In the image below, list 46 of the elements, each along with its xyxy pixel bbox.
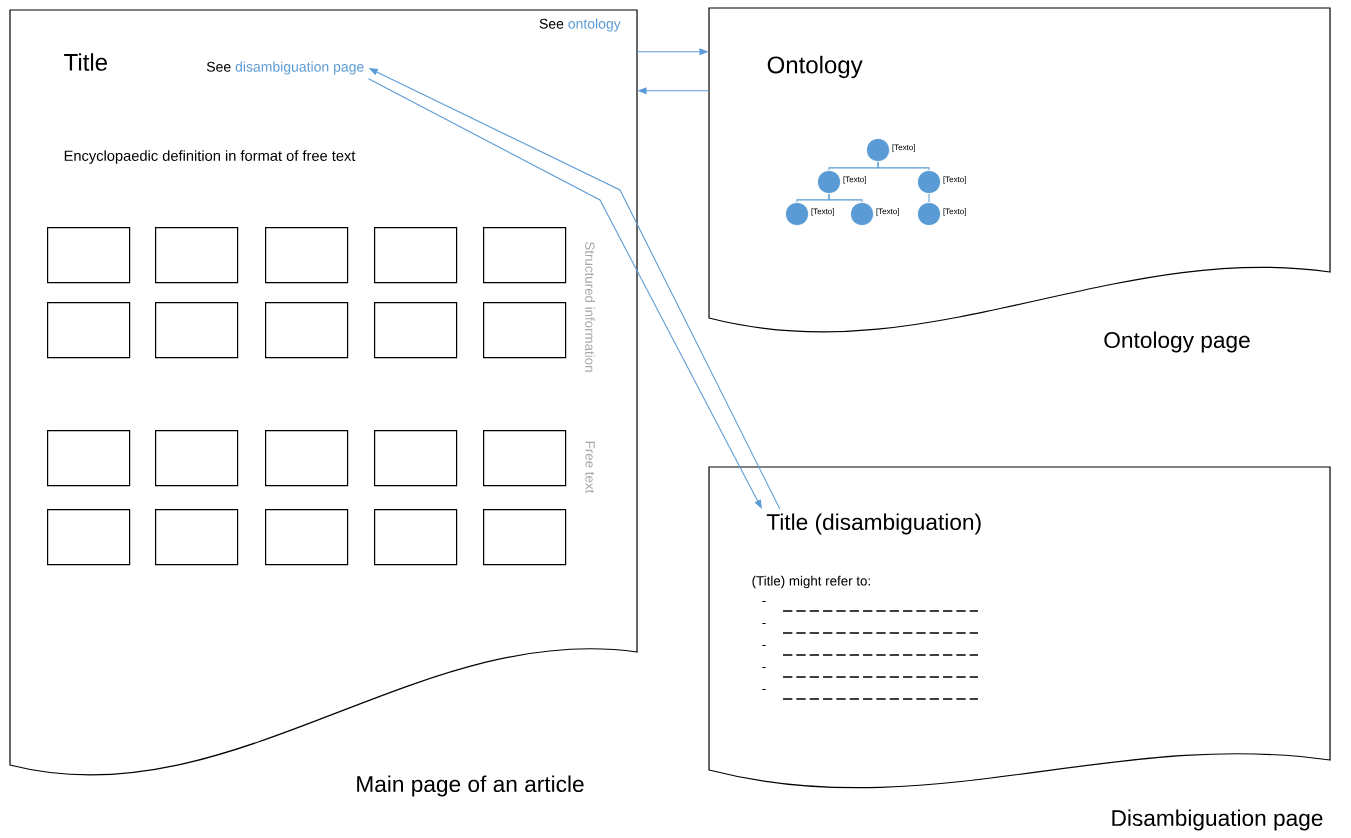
info-box (483, 227, 567, 284)
page-title: Title (64, 53, 107, 71)
info-box (47, 509, 131, 566)
info-box (483, 509, 567, 566)
info-box (265, 227, 349, 284)
body-text: (Title) might refer to: (752, 575, 870, 589)
tree-label: [Texto] (876, 208, 899, 216)
tree-label: [Texto] (811, 208, 834, 216)
info-box (483, 430, 567, 487)
info-box (265, 302, 349, 359)
side-label: Structured information (583, 240, 597, 374)
page-caption: Disambiguation page (1112, 809, 1323, 831)
list-dash: - (762, 623, 766, 624)
page-title: Title (disambiguation) (766, 513, 981, 535)
list-dash: - (762, 689, 766, 690)
tree-label: [Texto] (943, 208, 966, 216)
info-box (265, 509, 349, 566)
info-box (374, 227, 458, 284)
tree-connector (877, 161, 930, 171)
tree-label: [Texto] (843, 176, 866, 184)
tree-connector (828, 193, 863, 203)
page-caption: Ontology page (1104, 331, 1250, 353)
info-box (47, 227, 131, 284)
list-dash: - (762, 601, 766, 602)
info-box (155, 227, 239, 284)
info-box (374, 430, 458, 487)
info-box (374, 509, 458, 566)
info-box (155, 509, 239, 566)
info-box (483, 302, 567, 359)
tree-label: [Texto] (892, 144, 915, 152)
page-title: Ontology (767, 55, 863, 79)
side-label: Free text (584, 439, 596, 495)
info-box (374, 302, 458, 359)
info-box (155, 302, 239, 359)
list-dash: - (762, 645, 766, 646)
info-box (47, 302, 131, 359)
tree-label: [Texto] (943, 176, 966, 184)
page-caption: Main page of an article (357, 775, 584, 797)
info-box (265, 430, 349, 487)
info-box (155, 430, 239, 487)
list-dash: - (762, 667, 766, 668)
tree-connector (928, 193, 930, 203)
info-box (47, 430, 131, 487)
body-text: Encyclopaedic definition in format of free text (64, 150, 356, 164)
link-text: See disambiguation page (206, 61, 364, 75)
link-text: See ontology (539, 18, 621, 32)
